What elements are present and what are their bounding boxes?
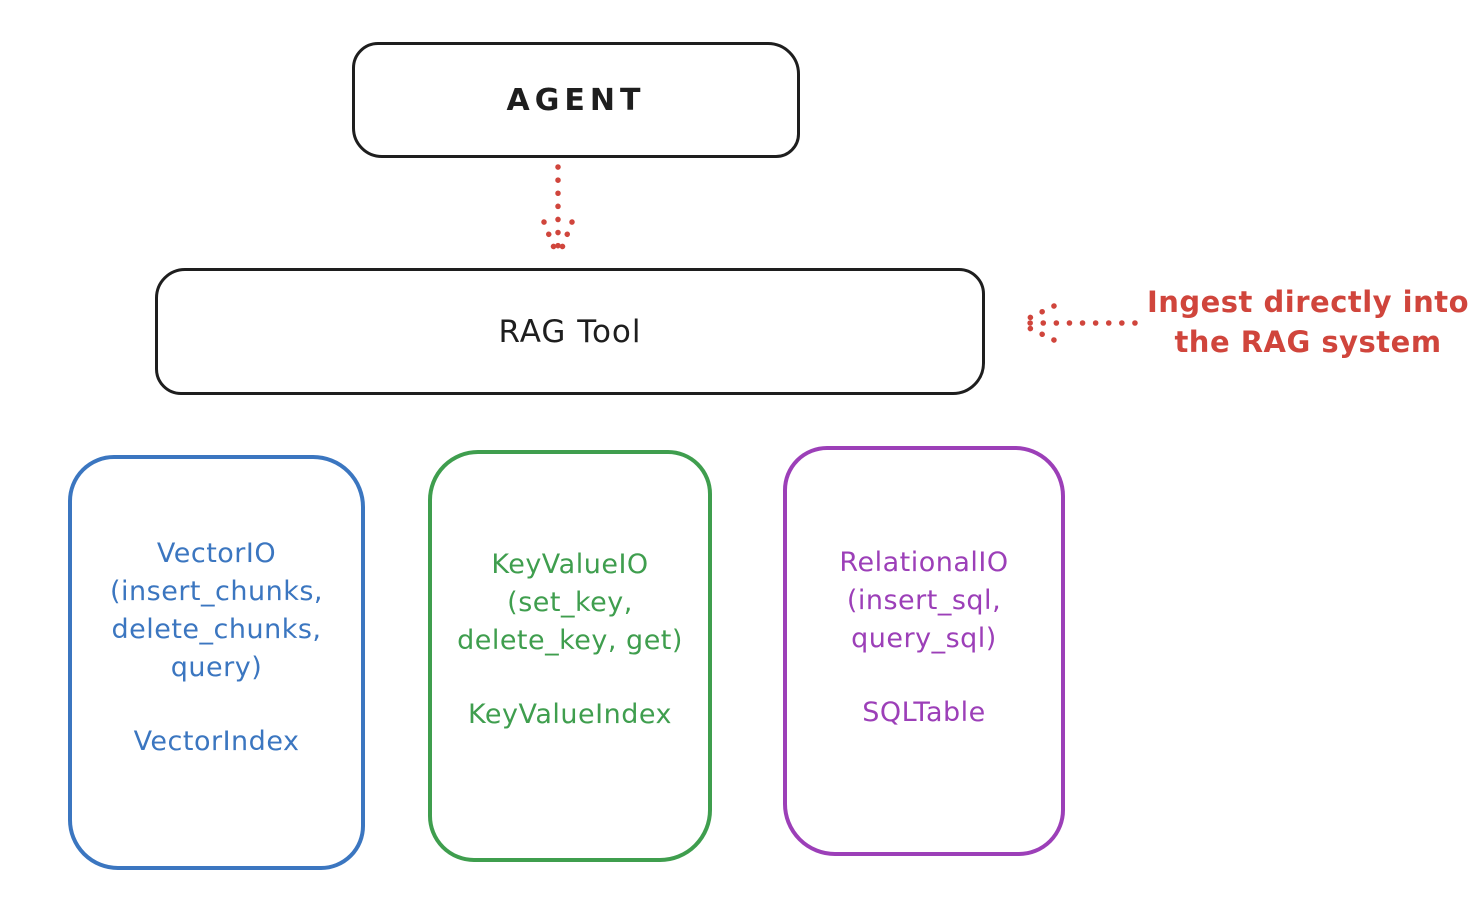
vector-io-methods-line3: query) [170,652,263,683]
vector-io-title: VectorIO [156,538,277,569]
ingest-annotation-line1: Ingest directly into [1146,285,1470,319]
relational-io-methods-line1: (insert_sql, [846,585,1002,616]
ingest-annotation: Ingest directly into the RAG system [1132,282,1484,362]
backend-relational-io: RelationalIO (insert_sql, query_sql) SQL… [783,446,1065,856]
agent-node: AGENT [352,42,800,158]
keyvalue-io-methods-line2: delete_key, get) [457,625,683,656]
sql-table-label: SQLTable [862,697,986,728]
rag-tool-node: RAG Tool [155,268,985,395]
dotted-down-arrow-icon [541,164,575,256]
vector-index-label: VectorIndex [133,726,300,757]
keyvalue-io-methods-line1: (set_key, [507,587,633,618]
backend-keyvalue-io: KeyValueIO (set_key, delete_key, get) Ke… [428,450,712,862]
vector-io-methods-line2: delete_chunks, [111,614,322,645]
backend-vector-io: VectorIO (insert_chunks, delete_chunks, … [68,455,365,870]
dotted-left-arrow-icon [1019,303,1138,343]
keyvalue-index-label: KeyValueIndex [468,699,672,730]
relational-io-title: RelationalIO [839,547,1009,578]
rag-tool-node-label: RAG Tool [498,313,642,350]
relational-io-methods-line2: query_sql) [851,623,997,654]
keyvalue-io-title: KeyValueIO [491,549,649,580]
agent-node-label: AGENT [506,82,646,118]
ingest-annotation-line2: the RAG system [1174,325,1442,359]
vector-io-methods-line1: (insert_chunks, [110,576,323,607]
